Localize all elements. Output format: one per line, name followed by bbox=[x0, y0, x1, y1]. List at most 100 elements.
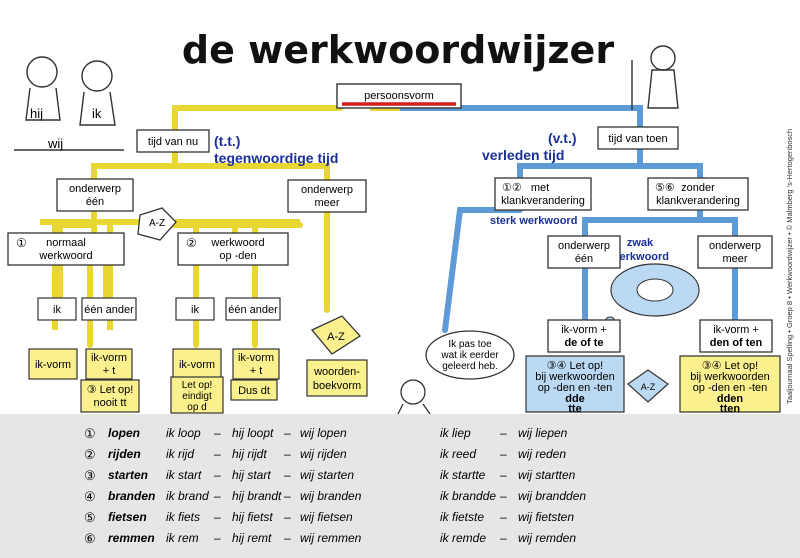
svg-text:ik-vorm +: ik-vorm + bbox=[561, 324, 607, 336]
row-number: ② bbox=[84, 447, 96, 462]
kids-wij: wij bbox=[47, 136, 63, 151]
present-normal-verb: ① normaal werkwoord bbox=[7, 232, 125, 266]
form-wij-past: wij fietsten bbox=[518, 510, 575, 524]
book-icon: A-Z bbox=[137, 207, 177, 241]
dash: – bbox=[500, 489, 507, 503]
past-den-ten: ik-vorm + den of ten bbox=[699, 319, 773, 353]
svg-text:①②: ①② bbox=[502, 182, 522, 194]
svg-text:tte: tte bbox=[568, 403, 581, 414]
past-subject-one: onderwerp één bbox=[547, 235, 621, 269]
form-ik: ik brand bbox=[166, 489, 209, 503]
form-wij: wij remmen bbox=[300, 531, 362, 545]
svg-text:+ t: + t bbox=[103, 365, 116, 377]
form-hij: hij loopt bbox=[232, 426, 274, 440]
form-ik-past: ik remde bbox=[440, 531, 487, 545]
present-other-2: één ander bbox=[225, 297, 281, 321]
svg-text:meer: meer bbox=[314, 197, 339, 209]
kids-illustration bbox=[14, 56, 124, 151]
form-ik: ik rem bbox=[166, 531, 199, 545]
svg-text:boekvorm: boekvorm bbox=[313, 380, 361, 392]
title: de werkwoordwijzer bbox=[182, 28, 614, 72]
svg-text:op -den: op -den bbox=[219, 250, 256, 262]
past-note-dden: ③④ Let op! bij werkwoorden op -den en -t… bbox=[679, 355, 781, 415]
present-ik-1: ik bbox=[37, 297, 77, 321]
dash: – bbox=[214, 531, 221, 545]
form-ik: ik start bbox=[166, 468, 202, 482]
dash: – bbox=[214, 468, 221, 482]
past-weak-label-2: werkwoord bbox=[610, 251, 669, 263]
present-ikvorm-2: ik-vorm bbox=[172, 348, 222, 380]
svg-text:⑤⑥: ⑤⑥ bbox=[655, 182, 675, 194]
dash: – bbox=[500, 510, 507, 524]
verb-infinitive: fietsen bbox=[108, 510, 147, 524]
svg-text:met: met bbox=[531, 182, 549, 194]
dash: – bbox=[284, 447, 291, 461]
form-wij: wij rijden bbox=[300, 447, 347, 461]
svg-text:ik: ik bbox=[53, 304, 61, 316]
dash: – bbox=[284, 510, 291, 524]
svg-text:één: één bbox=[86, 196, 104, 208]
svg-text:onderwerp: onderwerp bbox=[558, 240, 610, 252]
svg-text:ik-vorm: ik-vorm bbox=[238, 352, 274, 364]
form-wij: wij lopen bbox=[300, 426, 347, 440]
svg-text:één ander: één ander bbox=[84, 304, 134, 316]
svg-text:dden: dden bbox=[717, 393, 744, 405]
svg-text:ik-vorm: ik-vorm bbox=[179, 359, 215, 371]
form-ik-past: ik liep bbox=[440, 426, 471, 440]
form-wij: wij branden bbox=[300, 489, 362, 503]
svg-text:③ Let op!: ③ Let op! bbox=[87, 384, 134, 396]
svg-text:②: ② bbox=[186, 236, 197, 250]
present-subject-one: onderwerp één bbox=[56, 178, 134, 212]
present-ikvorm-t-2: ik-vorm + t bbox=[232, 348, 280, 380]
svg-text:③④ Let op!: ③④ Let op! bbox=[702, 360, 758, 372]
form-ik-past: ik reed bbox=[440, 447, 477, 461]
form-hij: hij remt bbox=[232, 531, 272, 545]
row-number: ⑤ bbox=[84, 510, 96, 525]
svg-text:ik-vorm +: ik-vorm + bbox=[713, 324, 759, 336]
present-note-d: Let op! eindigt op d bbox=[170, 376, 224, 414]
svg-text:geleerd heb.: geleerd heb. bbox=[442, 361, 498, 372]
row-number: ③ bbox=[84, 468, 96, 483]
form-wij-past: wij remden bbox=[518, 531, 577, 545]
row-number: ① bbox=[84, 426, 96, 441]
past-weak-label-1: zwak bbox=[627, 237, 654, 249]
dash: – bbox=[214, 426, 221, 440]
svg-text:onderwerp: onderwerp bbox=[709, 240, 761, 252]
svg-text:op -den en -ten: op -den en -ten bbox=[538, 382, 613, 394]
dictionary-book-icon: A-Z bbox=[310, 315, 361, 355]
svg-text:op -den en -ten: op -den en -ten bbox=[693, 382, 768, 394]
diagram: de werkwoordwijzer per bbox=[7, 28, 794, 415]
root-node: persoonsvorm bbox=[336, 83, 462, 109]
past-strong-label: sterk werkwoord bbox=[490, 215, 577, 227]
verb-infinitive: lopen bbox=[108, 426, 140, 440]
svg-text:tijd van toen: tijd van toen bbox=[608, 133, 667, 145]
svg-text:A-Z: A-Z bbox=[149, 218, 165, 229]
svg-text:de of te: de of te bbox=[564, 337, 603, 349]
verb-infinitive: rijden bbox=[108, 447, 141, 461]
svg-text:eindigt: eindigt bbox=[182, 391, 212, 402]
svg-text:nooit tt: nooit tt bbox=[93, 397, 126, 409]
form-ik-past: ik fietste bbox=[440, 510, 485, 524]
dash: – bbox=[500, 531, 507, 545]
present-ikvorm-t-1: ik-vorm + t bbox=[85, 348, 133, 380]
form-hij: hij brandt bbox=[232, 489, 282, 503]
past-abbr: (v.t.) bbox=[548, 130, 577, 146]
svg-text:bij werkwoorden: bij werkwoorden bbox=[690, 371, 769, 383]
form-hij: hij rijdt bbox=[232, 447, 267, 461]
present-abbr: (t.t.) bbox=[214, 133, 240, 149]
past-subject-more: onderwerp meer bbox=[697, 235, 773, 269]
form-wij-past: wij reden bbox=[518, 447, 567, 461]
svg-text:ik-vorm: ik-vorm bbox=[35, 359, 71, 371]
svg-text:dde: dde bbox=[565, 393, 585, 405]
present-dictionary-form: woorden- boekvorm bbox=[306, 359, 368, 397]
form-wij-past: wij brandden bbox=[518, 489, 587, 503]
svg-text:bij werkwoorden: bij werkwoorden bbox=[535, 371, 614, 383]
past-note-dde: ③④ Let op! bij werkwoorden op -den en -t… bbox=[525, 355, 625, 415]
present-den-verb: ② werkwoord op -den bbox=[177, 232, 289, 266]
svg-text:③④ Let op!: ③④ Let op! bbox=[547, 360, 603, 372]
